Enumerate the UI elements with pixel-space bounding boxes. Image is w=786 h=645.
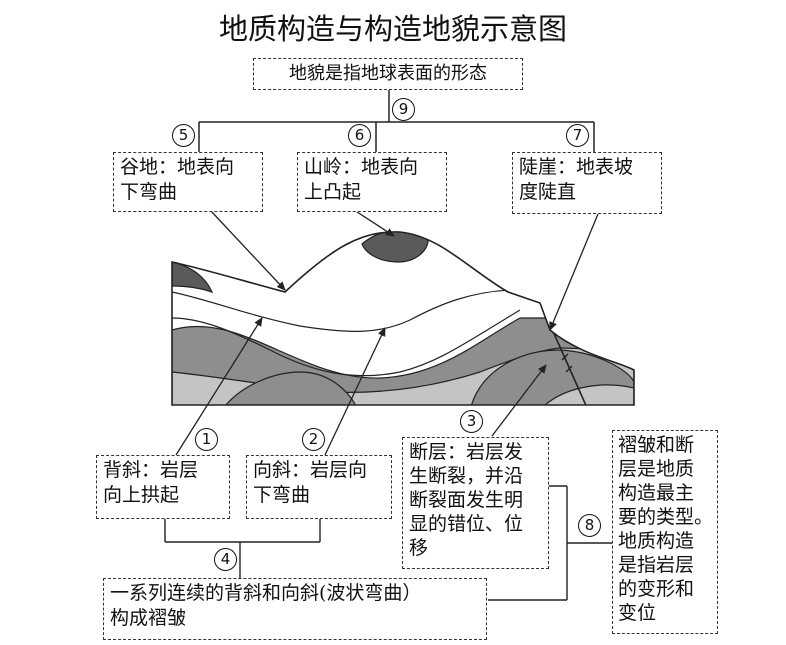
top-arrows xyxy=(209,209,599,331)
summary-line-4: 要的类型。 xyxy=(618,506,714,528)
summary-box: 褶皱和断 层是地质 构造最主 要的类型。 地质构造 是指岩层 的变形和 变位 xyxy=(612,430,718,634)
label-6: 6 xyxy=(348,124,371,147)
valley-line-1: 谷地：地表向 xyxy=(120,156,235,178)
geologic-block xyxy=(172,231,634,405)
summary-line-8: 变位 xyxy=(618,602,657,624)
label-8: 8 xyxy=(578,514,601,537)
syncline-line-2: 下弯曲 xyxy=(253,484,311,506)
cliff-line-2: 度陡直 xyxy=(519,181,577,203)
syncline-line-1: 向斜：岩层向 xyxy=(253,459,368,481)
summary-line-1: 褶皱和断 xyxy=(618,434,695,456)
anticline-line-1: 背斜：岩层 xyxy=(103,459,199,481)
cliff-line-1: 陡崖：地表坡 xyxy=(519,156,634,178)
fault-line-5: 移 xyxy=(409,537,429,559)
summary-line-5: 地质构造 xyxy=(618,530,695,552)
anticline-top-left xyxy=(172,261,214,293)
label-9: 9 xyxy=(392,98,415,121)
fault-line-3: 断裂面发生明 xyxy=(409,489,524,511)
fold-line-1: 一系列连续的背斜和向斜(波状弯曲） xyxy=(110,582,422,604)
syncline-core xyxy=(220,371,359,405)
summary-line-2: 层是地质 xyxy=(618,458,695,480)
definition-tree-lines xyxy=(198,90,595,153)
fault-line-4: 显的错位、位 xyxy=(409,513,524,535)
diagram-title: 地质构造与构造地貌示意图 xyxy=(218,12,567,46)
anticline-line-2: 向上拱起 xyxy=(103,484,180,506)
rock-layer-upper-2 xyxy=(172,309,521,377)
landform-definition-box: 地貌是指地球表面的形态 xyxy=(253,58,523,90)
label-7: 7 xyxy=(566,124,589,147)
summary-bracket xyxy=(488,485,612,601)
label-4: 4 xyxy=(214,548,237,571)
fold-line-2: 构成褶皱 xyxy=(110,607,187,629)
fault-line-2: 生断裂，并沿 xyxy=(409,465,524,487)
anticline-box: 背斜：岩层 向上拱起 xyxy=(96,455,230,519)
valley-line-2: 下弯曲 xyxy=(120,181,178,203)
label-1: 1 xyxy=(195,428,218,451)
ridge-core xyxy=(361,231,429,263)
label-5: 5 xyxy=(172,124,195,147)
fault-line-1: 断层：岩层发 xyxy=(409,441,524,463)
landform-definition-text: 地貌是指地球表面的形态 xyxy=(289,63,487,84)
fold-bracket xyxy=(164,519,321,578)
ridge-line-1: 山岭：地表向 xyxy=(304,156,419,178)
fault-box: 断层：岩层发 生断裂，并沿 断裂面发生明 显的错位、位 移 xyxy=(402,437,549,569)
ridge-box: 山岭：地表向 上凸起 xyxy=(297,152,447,212)
syncline-box: 向斜：岩层向 下弯曲 xyxy=(246,455,392,519)
fold-box: 一系列连续的背斜和向斜(波状弯曲） 构成褶皱 xyxy=(103,578,487,640)
summary-line-7: 的变形和 xyxy=(618,578,695,600)
valley-box: 谷地：地表向 下弯曲 xyxy=(113,152,263,212)
summary-line-3: 构造最主 xyxy=(618,482,695,504)
fault-line xyxy=(547,319,589,405)
summary-line-6: 是指岩层 xyxy=(618,554,695,576)
rock-layer-upper xyxy=(172,289,511,332)
ridge-line-2: 上凸起 xyxy=(304,181,362,203)
block-outline xyxy=(171,231,635,406)
label-3: 3 xyxy=(460,410,483,433)
fault-offset-marks xyxy=(561,353,573,373)
cliff-box: 陡崖：地表坡 度陡直 xyxy=(512,152,662,214)
label-2: 2 xyxy=(302,428,325,451)
bottom-arrows xyxy=(175,317,547,456)
